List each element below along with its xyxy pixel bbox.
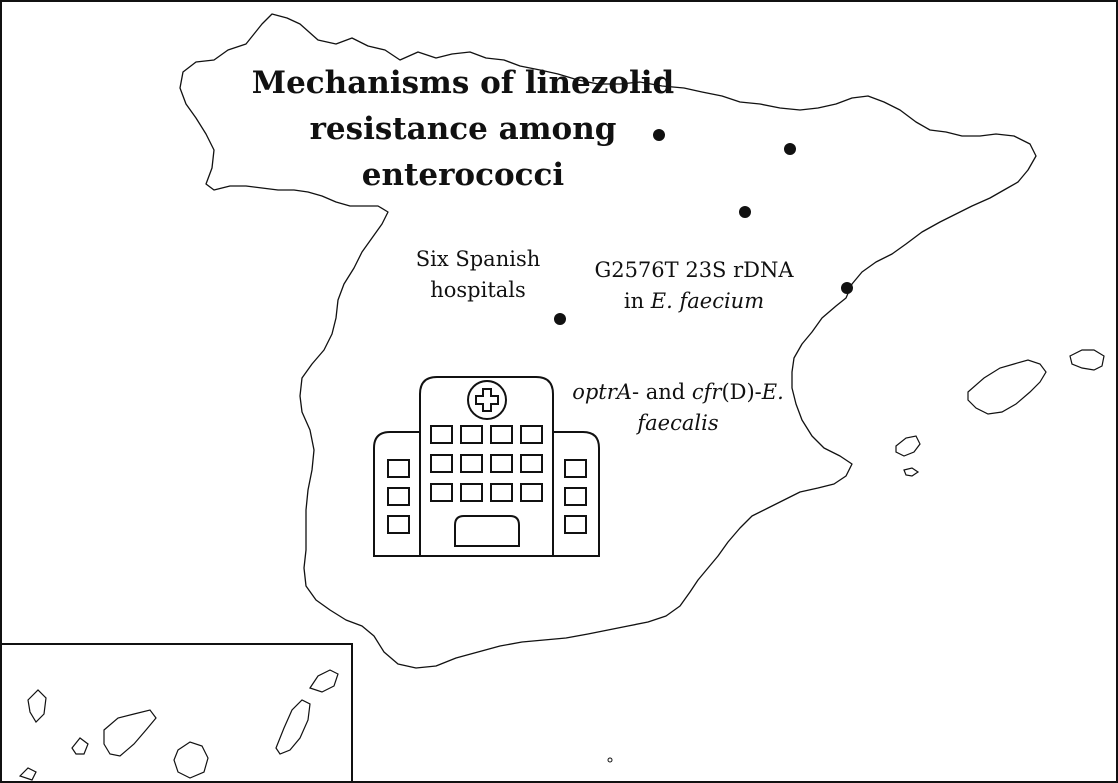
canary-island-outline <box>103 709 157 757</box>
hospital-location-dot <box>554 313 566 325</box>
iberian-peninsula-outline <box>179 13 1037 669</box>
hospital-windows <box>387 425 587 534</box>
hospital-building-icon <box>373 376 600 557</box>
formentera-outline <box>903 467 920 477</box>
canary-island-outline <box>18 767 37 781</box>
gene-cfr: cfr <box>691 380 722 404</box>
islet-outline <box>607 757 613 763</box>
mutation-in: in <box>623 289 651 313</box>
hospital-entrance <box>454 515 520 547</box>
canary-islands-inset <box>0 643 353 783</box>
hospital-center-block <box>419 376 554 556</box>
mutation-organism: E. faecium <box>650 289 765 313</box>
gene-separator: - and <box>631 380 692 404</box>
canary-island-outline <box>309 669 339 693</box>
hospital-location-dot <box>739 206 751 218</box>
canary-island-outline <box>71 737 89 755</box>
canary-island-outline <box>27 689 47 723</box>
hospital-location-dot <box>784 143 796 155</box>
hospital-left-wing <box>373 431 420 556</box>
genes-label: optrA- and cfr(D)-E. faecalis <box>548 377 808 439</box>
gene-variant: (D)- <box>721 380 762 404</box>
gene-optra: optrA <box>572 380 632 404</box>
menorca-outline <box>1069 349 1105 371</box>
hospitals-label: Six Spanish hospitals <box>415 247 541 302</box>
mallorca-outline <box>967 359 1047 415</box>
hospital-right-wing <box>553 431 600 556</box>
canary-island-outline <box>173 741 209 779</box>
figure-title: Mechanisms of linezolid resistance among… <box>251 65 675 193</box>
medical-cross-icon <box>467 380 507 420</box>
hospital-location-dot <box>653 129 665 141</box>
mutation-label: G2576T 23S rDNA in E. faecium <box>574 255 814 317</box>
hospital-location-dot <box>841 282 853 294</box>
ibiza-outline <box>895 435 921 457</box>
canary-island-outline <box>275 699 311 755</box>
mutation-name: G2576T 23S rDNA <box>594 258 794 282</box>
genes-organism: E. faecalis <box>637 380 784 435</box>
